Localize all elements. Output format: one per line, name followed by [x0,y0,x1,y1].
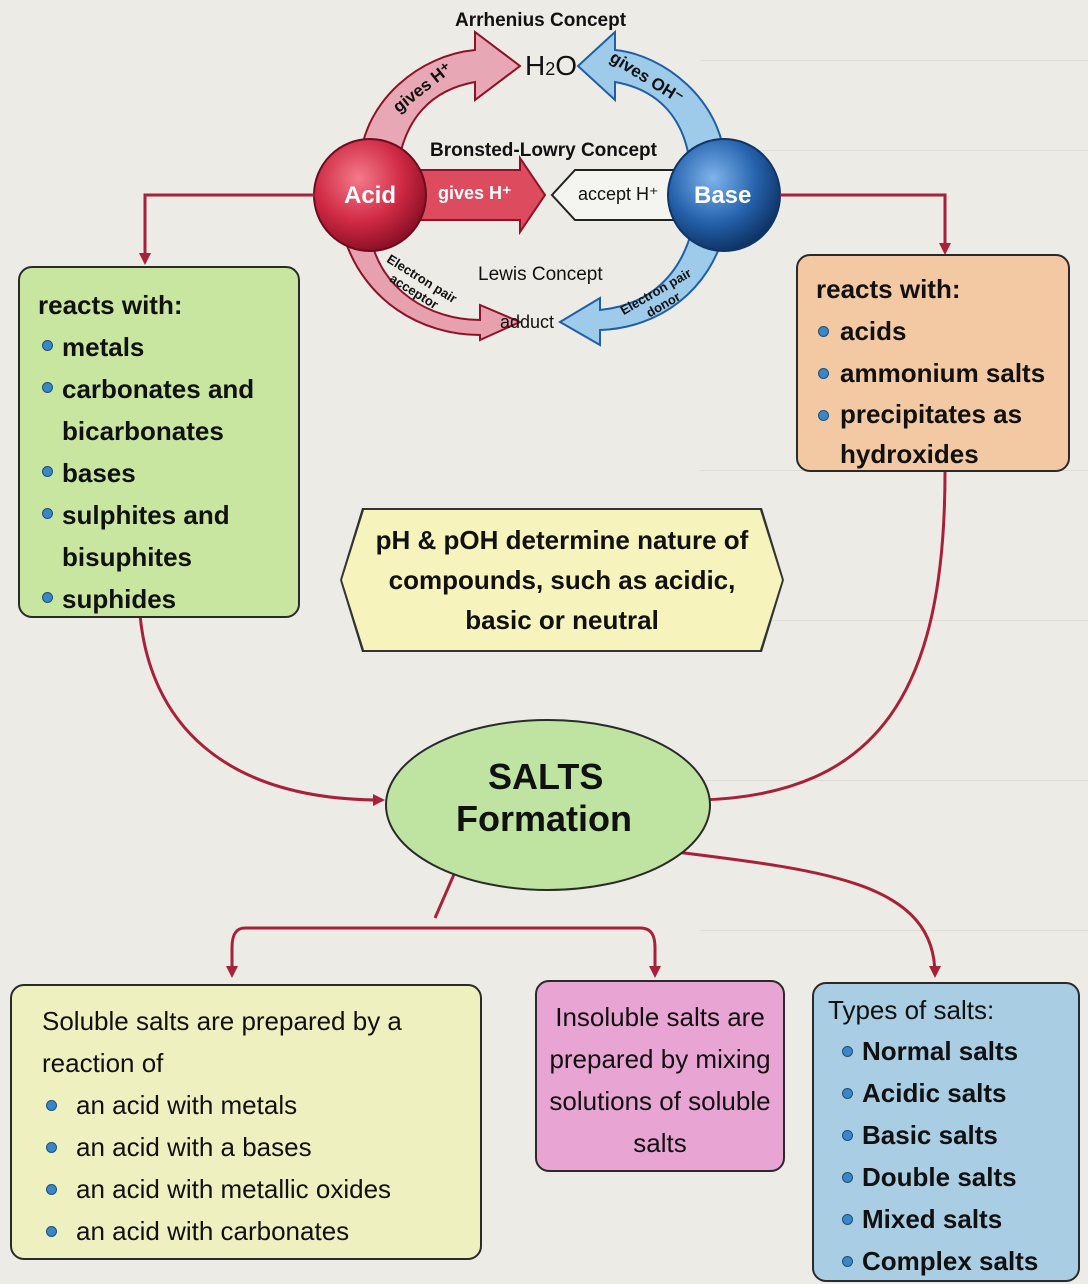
insoluble-salts-box: Insoluble salts are prepared by mixing s… [535,980,785,1172]
connector-base-to-salt [697,471,947,806]
salts-title: SALTS [488,756,604,797]
bullet-icon [42,382,53,393]
ph-note-shape [342,510,782,650]
list-item: an acid with carbonates [42,1210,480,1252]
bullet-icon [818,326,829,337]
base-label: Base [694,182,752,209]
connector-salt-down [433,871,457,919]
arrhenius-acid-arrow [358,29,522,167]
salts-formation-ellipse [385,719,711,891]
list-item: metals [38,326,298,368]
types-of-salts-list: Normal salts Acidic salts Basic salts Do… [828,1030,1078,1282]
bullet-icon [842,1046,853,1057]
ph-note-text: pH & pOH determine nature of compounds, … [375,525,749,635]
bullet-icon [842,1256,853,1267]
acid-label: Acid [344,182,397,209]
bullet-icon [46,1142,57,1153]
soluble-salts-box: Soluble salts are prepared by a reaction… [10,984,482,1260]
connector-branch-left [226,926,435,978]
list-item: an acid with metallic oxides [42,1168,480,1210]
list-item: an acid with a bases [42,1126,480,1168]
list-item: Acidic salts [828,1072,1078,1114]
soluble-salts-heading: Soluble salts are prepared by a reaction… [42,1006,402,1078]
insoluble-salts-text: Insoluble salts are prepared by mixing s… [549,1002,771,1158]
acid-reactions-heading: reacts with: [38,290,183,320]
connector-salt-types [659,848,941,978]
bullet-icon [842,1214,853,1225]
bullet-icon [818,410,829,421]
bullet-icon [46,1226,57,1237]
lewis-product: adduct [500,312,555,332]
types-of-salts-heading: Types of salts: [828,995,995,1025]
connector-acid-to-salt [138,614,385,806]
lewis-base-arrow [558,229,727,347]
bullet-icon [46,1100,57,1111]
connector-acid-box [139,193,315,265]
connector-branch-right [435,926,661,978]
arrhenius-base-arrow [576,29,727,167]
list-item: acids [816,310,1068,352]
bronsted-acid-gives: gives H⁺ [438,183,512,203]
bronsted-base-accepts: accept H⁺ [578,184,659,204]
list-item: Mixed salts [828,1198,1078,1240]
list-item: precipitates as hydroxides [816,394,1050,474]
soluble-salts-list: an acid with metals an acid with a bases… [42,1084,480,1252]
list-item: carbonates and bicarbonates [38,368,292,452]
bullet-icon [842,1130,853,1141]
list-item: suphides [38,578,298,620]
connector-base-box [780,193,951,255]
base-reactions-heading: reacts with: [816,274,961,304]
list-item: sulphites and bisuphites [38,494,262,578]
acid-reactions-box: reacts with: metals carbonates and bicar… [18,266,300,618]
bullet-icon [842,1172,853,1183]
lewis-title: Lewis Concept [478,264,603,285]
list-item: Basic salts [828,1114,1078,1156]
water-label: H2O [525,50,578,81]
list-item: ammonium salts [816,352,1068,394]
bullet-icon [818,368,829,379]
bullet-icon [42,592,53,603]
base-reactions-box: reacts with: acids ammonium salts precip… [796,254,1070,472]
bullet-icon [842,1088,853,1099]
bronsted-title: Bronsted-Lowry Concept [430,140,657,161]
list-item: Normal salts [828,1030,1078,1072]
formation-title: Formation [456,798,632,839]
list-item: Complex salts [828,1240,1078,1282]
arrhenius-title: Arrhenius Concept [455,10,627,31]
bullet-icon [42,508,53,519]
bullet-icon [42,466,53,477]
bullet-icon [46,1184,57,1195]
list-item: Double salts [828,1156,1078,1198]
base-reactions-list: acids ammonium salts precipitates as hyd… [816,310,1068,474]
types-of-salts-box: Types of salts: Normal salts Acidic salt… [812,982,1080,1282]
bronsted-acid-arrow [419,154,547,236]
list-item: an acid with metals [42,1084,480,1126]
list-item: bases [38,452,298,494]
bullet-icon [42,340,53,351]
acid-reactions-list: metals carbonates and bicarbonates bases… [38,326,298,620]
